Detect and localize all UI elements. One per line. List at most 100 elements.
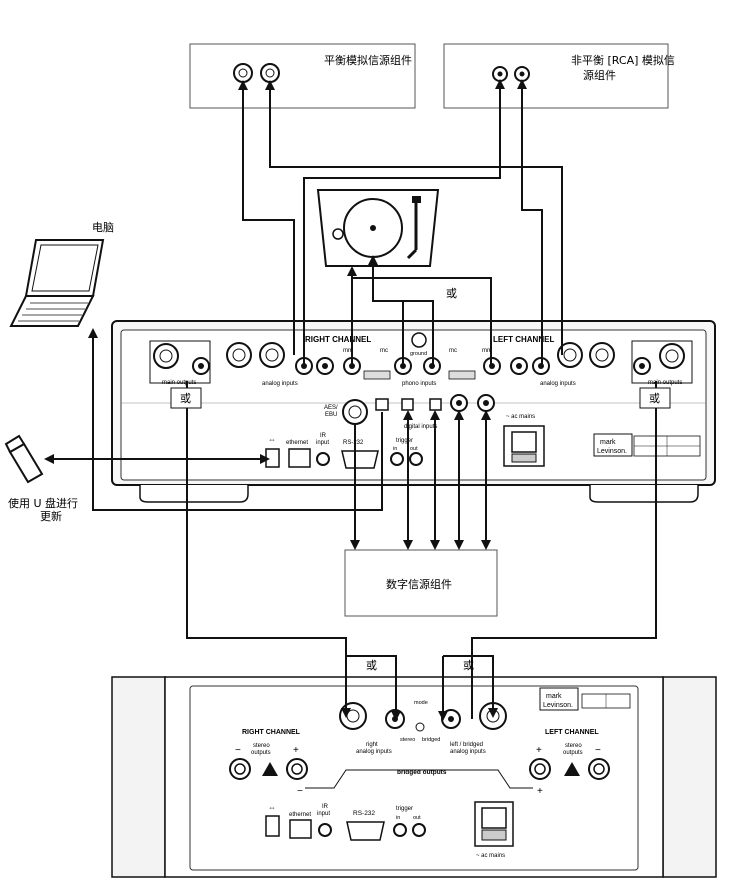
amp-trigger-in-jack	[393, 823, 407, 837]
trigger-out-jack	[409, 452, 423, 466]
bridged-outputs-label: bridged outputs	[397, 769, 447, 776]
usb-symbol-icon: ⇔	[268, 435, 276, 444]
unbalanced-source-label-2: 源组件	[583, 68, 616, 82]
cable-main-left	[471, 381, 657, 719]
or-label-amp-left: 或	[463, 659, 474, 672]
mode-switch	[415, 722, 425, 732]
or-label-amp-right: 或	[366, 659, 377, 672]
ground-label: ground	[410, 351, 427, 357]
trigger-in-label: in	[393, 446, 397, 452]
main-output-xlr-right	[153, 343, 179, 369]
digital-source-label: 数字信源组件	[386, 577, 452, 591]
amp-right-speaker-terminal-minus	[229, 758, 251, 780]
cable-balanced-2	[265, 80, 563, 355]
amp-right-input-xlr	[339, 702, 367, 730]
analog-input-xlr-l2	[589, 342, 615, 368]
amp-trigger-out-label: out	[413, 815, 421, 821]
amp-ir-label-1: IR	[322, 804, 329, 810]
coax-digital-input-2	[477, 394, 495, 412]
main-output-rca-right	[192, 357, 210, 375]
ir-input-label-1: IR	[320, 433, 327, 439]
amp-brand-logo	[539, 687, 579, 711]
amp-left-input-rca	[441, 709, 461, 729]
amp-right-input-label-2: analog inputs	[356, 749, 392, 755]
mode-bridged-label: bridged	[422, 737, 440, 743]
balanced-analog-source: 平衡模拟信源组件	[189, 43, 416, 109]
aes-ebu-xlr-input	[342, 399, 368, 425]
dip-switch-right	[363, 370, 391, 380]
mode-label: mode	[414, 700, 428, 706]
or-label-right: 或	[180, 392, 191, 405]
main-output-xlr-left	[659, 343, 685, 369]
trigger-label: trigger	[396, 438, 413, 444]
brand-logo	[593, 433, 633, 457]
brand-logo-text-1: mark	[600, 439, 616, 446]
unbalanced-analog-source: 非平衡 [RCA] 模拟信 源组件	[443, 43, 675, 109]
cable-computer-usb	[88, 328, 383, 511]
amp-trigger-in-label: in	[396, 815, 400, 821]
cable-rca-2	[517, 79, 543, 366]
amp-ethernet-port	[289, 819, 312, 839]
digital-source: 数字信源组件	[344, 549, 498, 617]
cable-phono-4	[352, 277, 492, 366]
usb-stick-icon	[4, 434, 44, 484]
analog-input-rca-r2	[316, 357, 334, 375]
bridged-plus-label: +	[537, 786, 543, 797]
amp-left-input-label-2: analog inputs	[450, 749, 486, 755]
phono-mc-label-left: mc	[449, 348, 457, 354]
aes-ebu-label-2: EBU	[325, 412, 337, 418]
cable-main-right-or	[346, 655, 401, 721]
amp-left-minus-label: −	[595, 745, 601, 756]
amp-trigger-label: trigger	[396, 806, 413, 812]
amp-right-speaker-terminal-plus	[286, 758, 308, 780]
warning-icon	[564, 762, 580, 776]
optical-input-1	[401, 398, 414, 411]
preamplifier-rear-panel: main outputs RIGHT CHANNEL analog inputs	[111, 320, 716, 503]
usb-update-label-2: 更新	[40, 509, 62, 523]
or-box-left	[639, 387, 671, 409]
ac-mains-label: ~ ac mains	[506, 414, 535, 420]
amp-right-stereo-label: stereo	[253, 743, 270, 749]
amp-left-speaker-terminal-minus	[588, 758, 610, 780]
mode-stereo-label: stereo	[400, 737, 415, 743]
rs232-port	[341, 450, 379, 469]
amp-brand-logo-text-1: mark	[546, 693, 562, 700]
amp-rs232-port	[346, 821, 385, 841]
or-box-right	[170, 387, 202, 409]
usb-update-label-1: 使用 U 盘进行	[8, 496, 78, 510]
analog-input-rca-l1	[510, 357, 528, 375]
cable-main-left-xlr	[443, 655, 498, 718]
or-label-left: 或	[649, 392, 660, 405]
amp-ir-label-2: input	[317, 811, 330, 817]
amp-right-channel-label: RIGHT CHANNEL	[242, 729, 301, 736]
or-label-phono: 或	[446, 287, 457, 300]
cable-rca-1	[303, 79, 505, 366]
amp-rs232-label: RS-232	[353, 810, 375, 817]
trigger-out-label: out	[410, 446, 418, 452]
signal-cables	[44, 79, 657, 721]
amp-left-outputs-label: outputs	[563, 750, 583, 756]
ethernet-label: ethernet	[286, 440, 308, 446]
main-output-rca-left	[633, 357, 651, 375]
amp-right-minus-label: −	[235, 745, 241, 756]
amp-usb-port	[265, 815, 280, 837]
trigger-in-jack	[390, 452, 404, 466]
preamp-left-channel-label: LEFT CHANNEL	[493, 335, 554, 344]
amp-ethernet-label: ethernet	[289, 812, 311, 818]
analog-input-xlr-r2	[259, 342, 285, 368]
analog-inputs-label-left: analog inputs	[540, 381, 576, 387]
amp-ac-mains-label: ~ ac mains	[476, 853, 505, 859]
dip-switch-left	[448, 370, 476, 380]
amp-left-channel-label: LEFT CHANNEL	[545, 729, 599, 736]
computer-icon	[9, 239, 105, 327]
amp-right-plus-label: +	[293, 745, 299, 756]
amp-left-input-label-1: left / bridged	[450, 742, 483, 748]
warning-icon	[262, 762, 278, 776]
computer-label: 电脑	[92, 221, 114, 234]
ir-input-jack	[316, 452, 330, 466]
main-outputs-label-right: main outputs	[162, 380, 196, 386]
cable-balanced-1	[238, 80, 295, 355]
analog-inputs-label-right: analog inputs	[262, 381, 298, 387]
amp-left-stereo-label: stereo	[565, 743, 582, 749]
